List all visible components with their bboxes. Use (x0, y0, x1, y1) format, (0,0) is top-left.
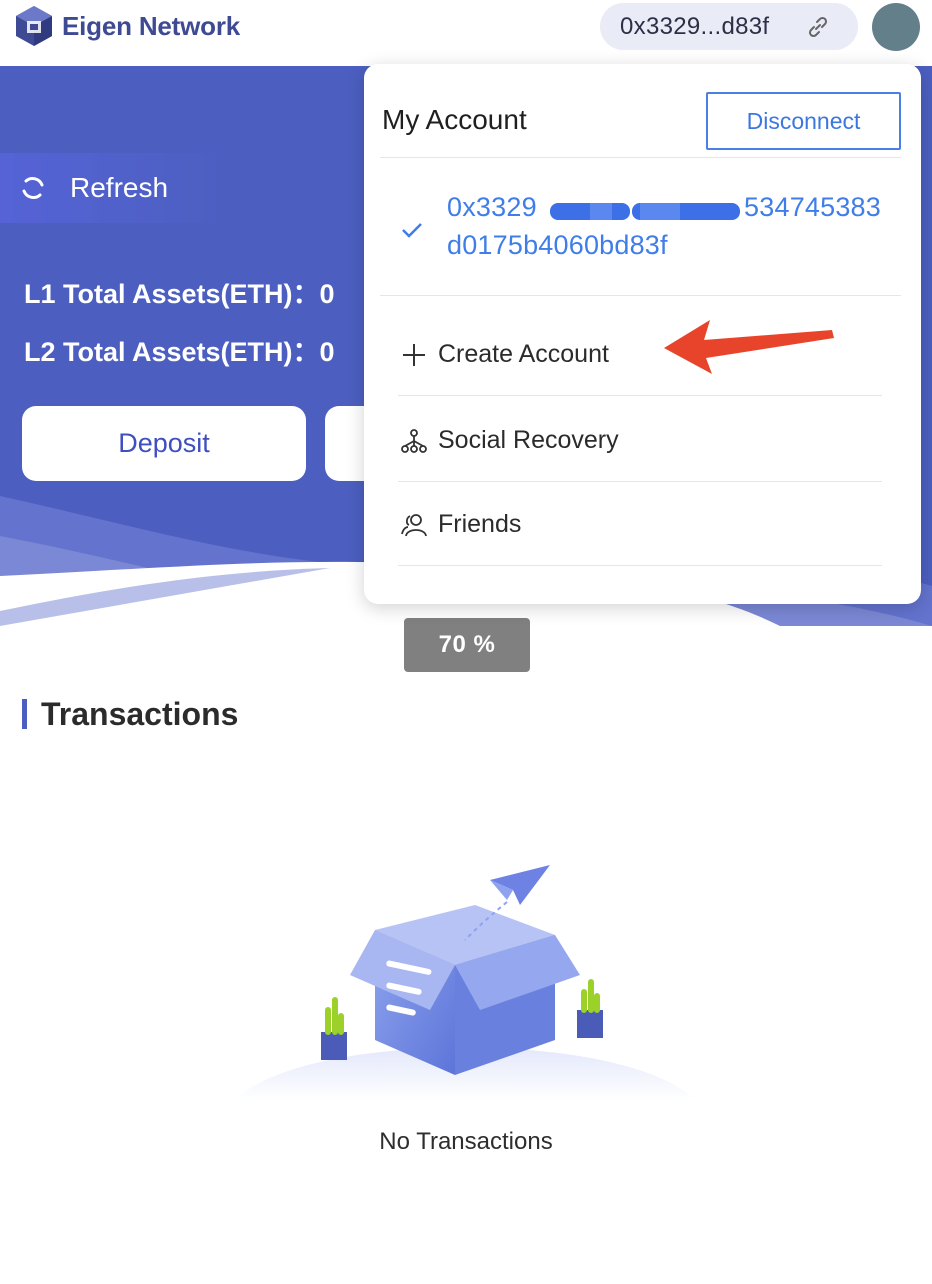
logo-text: Eigen Network (62, 10, 240, 41)
refresh-icon (22, 176, 44, 200)
l2-assets-label: L2 Total Assets(ETH)： (24, 337, 320, 367)
top-header: Eigen Network 0x3329...d83f (0, 0, 932, 66)
heading-accent-bar (22, 699, 27, 729)
progress-label: 70 % (438, 631, 496, 658)
link-icon (808, 16, 828, 38)
divider (398, 565, 882, 566)
transactions-title: Transactions (41, 695, 239, 732)
wallet-address-pill[interactable]: 0x3329...d83f (600, 3, 858, 50)
refresh-label: Refresh (70, 172, 169, 203)
menu-item-social-recovery[interactable]: Social Recovery (400, 426, 619, 455)
disconnect-button[interactable]: Disconnect (706, 92, 901, 150)
transactions-heading: Transactions (22, 695, 239, 732)
app-logo[interactable]: Eigen Network (12, 4, 240, 48)
account-address-line2: d0175b4060bd83f (447, 230, 668, 260)
deposit-button[interactable]: Deposit (22, 406, 306, 481)
avatar[interactable] (872, 3, 920, 51)
menu-item-label: Friends (438, 510, 522, 538)
l1-assets-line: L1 Total Assets(ETH)：0 (24, 272, 335, 311)
l1-assets-label: L1 Total Assets(ETH)： (24, 279, 320, 309)
menu-item-friends[interactable]: Friends (400, 510, 521, 539)
account-address: 0x3329 534745383 d0175b4060bd83f (447, 188, 897, 264)
divider (380, 295, 901, 296)
plus-icon (400, 341, 428, 369)
menu-item-label: Create Account (438, 340, 609, 368)
redaction-mark (550, 203, 740, 220)
check-icon (402, 223, 422, 238)
account-address-start: 0x3329 (447, 192, 537, 222)
divider (398, 395, 882, 396)
friends-icon (400, 511, 428, 539)
wallet-address-short: 0x3329...d83f (620, 12, 770, 40)
divider (398, 481, 882, 482)
l2-assets-line: L2 Total Assets(ETH)：0 (24, 330, 335, 369)
refresh-button[interactable]: Refresh (0, 153, 230, 223)
annotation-arrow-icon (664, 320, 834, 374)
l1-assets-value: 0 (319, 279, 335, 309)
eigen-logo-icon (16, 6, 52, 46)
menu-item-create-account[interactable]: Create Account (400, 340, 609, 369)
account-address-end: 534745383 (744, 192, 881, 222)
divider (380, 157, 901, 158)
dropdown-title: My Account (382, 104, 527, 135)
progress-badge: 70 % (404, 618, 530, 672)
hierarchy-icon (400, 427, 428, 455)
menu-item-label: Social Recovery (438, 426, 619, 454)
empty-state-text: No Transactions (379, 1128, 553, 1155)
deposit-label: Deposit (118, 428, 210, 458)
l2-assets-value: 0 (319, 337, 335, 367)
disconnect-label: Disconnect (746, 107, 861, 134)
empty-box-illustration (235, 865, 695, 1100)
